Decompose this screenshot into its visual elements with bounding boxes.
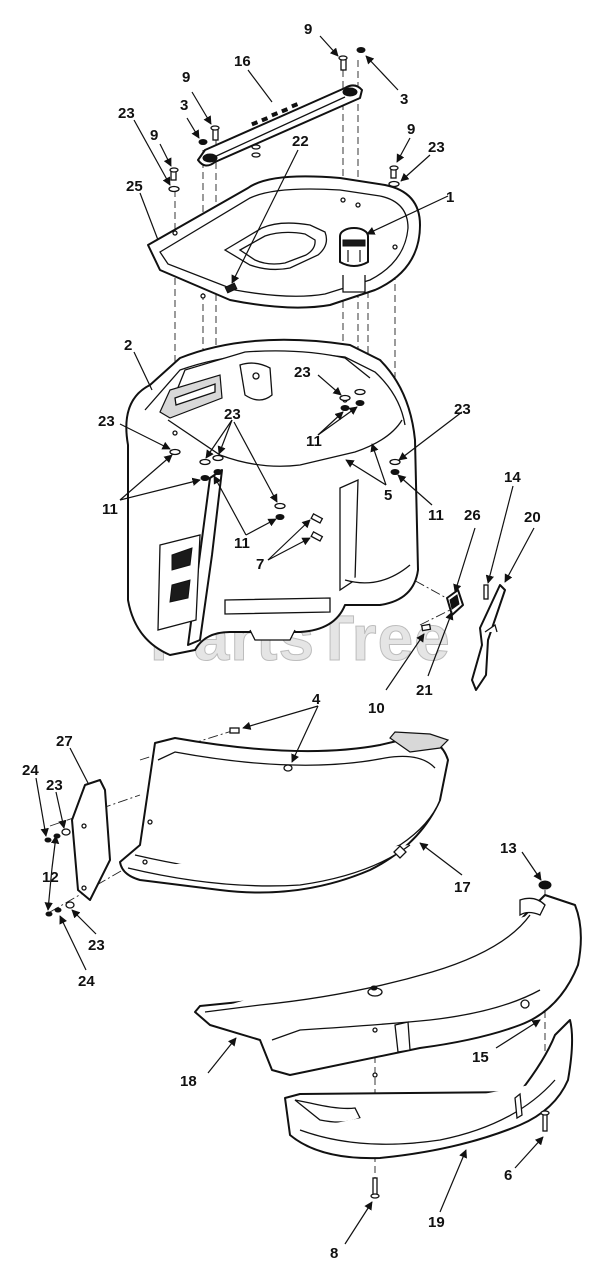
callout-label: 23	[224, 406, 241, 423]
callout-label: 25	[126, 178, 143, 195]
callout-label: 12	[42, 869, 59, 886]
callout-label: 23	[88, 937, 105, 954]
top-lid-25	[147, 175, 421, 309]
callout-label: 9	[304, 21, 312, 38]
callout-label: 23	[46, 777, 63, 794]
callout-label: 17	[454, 879, 471, 896]
callout-label: 19	[428, 1214, 445, 1231]
callout-label: 18	[180, 1073, 197, 1090]
rear-lower-cover-19	[284, 880, 574, 1199]
callout-label: 20	[524, 509, 541, 526]
callout-label: 11	[428, 507, 444, 524]
top-hardware	[168, 47, 400, 193]
callout-label: 3	[400, 91, 408, 108]
callout-label: 24	[22, 762, 39, 779]
callout-label: 8	[330, 1245, 338, 1262]
callout-label: 11	[306, 433, 322, 450]
leader-lines	[35, 35, 544, 1245]
side-panel-27	[44, 779, 111, 917]
callout-label: 1	[446, 189, 454, 206]
callout-label: 11	[102, 501, 118, 518]
callout-label: 22	[292, 133, 309, 150]
callout-label: 7	[256, 556, 264, 573]
callout-label: 23	[294, 364, 311, 381]
callout-label: 11	[234, 535, 250, 552]
fill-cap-1	[339, 227, 369, 293]
callout-label: 23	[454, 401, 471, 418]
callout-label: 23	[118, 105, 135, 122]
callout-label: 14	[504, 469, 521, 486]
callout-label: 9	[150, 127, 158, 144]
callout-label: 23	[98, 413, 115, 430]
callout-label: 27	[56, 733, 73, 750]
front-cover-17	[119, 727, 450, 894]
body-hardware	[169, 388, 401, 542]
callout-labels: 9 3 16 9 3 23 9 22 9 23 1 25 2 23 23 23 …	[22, 21, 541, 1262]
callout-label: 21	[416, 682, 433, 699]
callout-label: 23	[428, 139, 445, 156]
callout-label: 24	[78, 973, 95, 990]
callout-label: 16	[234, 53, 251, 70]
callout-label: 3	[180, 97, 188, 114]
callout-label: 26	[464, 507, 481, 524]
callout-label: 2	[124, 337, 132, 354]
callout-label: 10	[368, 700, 385, 717]
rear-upper-cover-18	[194, 894, 582, 1076]
callout-label: 13	[500, 840, 517, 857]
callout-label: 15	[472, 1049, 489, 1066]
callout-label: 6	[504, 1167, 512, 1184]
callout-label: 4	[312, 691, 321, 708]
callout-label: 9	[182, 69, 190, 86]
handle-16	[197, 84, 363, 167]
latch-assembly	[420, 584, 506, 691]
callout-label: 9	[407, 121, 415, 138]
callout-label: 5	[384, 487, 392, 504]
